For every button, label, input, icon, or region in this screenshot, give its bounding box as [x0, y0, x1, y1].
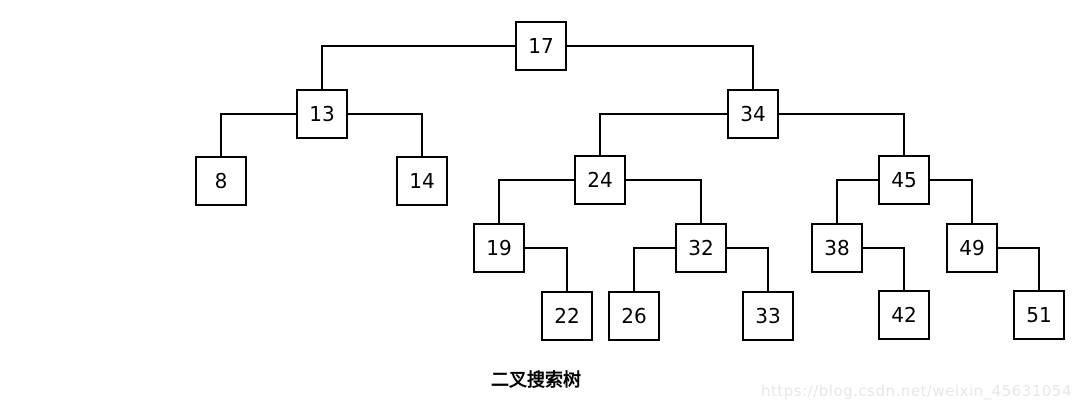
edge-19-to-22: [525, 247, 568, 291]
edge-24-to-32: [626, 179, 702, 223]
tree-node-26: 26: [608, 291, 660, 341]
edge-45-to-38: [836, 179, 878, 223]
edge-49-to-51: [998, 247, 1040, 290]
tree-node-45: 45: [878, 155, 930, 205]
tree-node-13: 13: [296, 89, 348, 139]
tree-node-51: 51: [1013, 290, 1065, 340]
tree-node-19: 19: [473, 223, 525, 273]
edge-32-to-33: [727, 247, 769, 291]
edge-13-to-8: [220, 113, 296, 156]
diagram-caption: 二叉搜索树: [491, 370, 581, 391]
edge-34-to-45: [779, 113, 905, 155]
edge-17-to-13: [321, 45, 515, 89]
watermark-url: https://blog.csdn.net/weixin_45631054: [760, 382, 1072, 400]
tree-node-22: 22: [541, 291, 593, 341]
edge-38-to-42: [863, 247, 905, 290]
edge-34-to-24: [599, 113, 727, 155]
tree-node-34: 34: [727, 89, 779, 139]
edge-17-to-34: [567, 45, 754, 89]
tree-node-33: 33: [742, 291, 794, 341]
tree-node-14: 14: [396, 156, 448, 206]
edge-13-to-14: [348, 113, 423, 156]
tree-node-8: 8: [195, 156, 247, 206]
tree-node-24: 24: [574, 155, 626, 205]
edge-32-to-26: [633, 247, 675, 291]
tree-node-38: 38: [811, 223, 863, 273]
edge-45-to-49: [930, 179, 973, 223]
tree-node-17: 17: [515, 21, 567, 71]
tree-node-49: 49: [946, 223, 998, 273]
edge-24-to-19: [498, 179, 574, 223]
tree-node-42: 42: [878, 290, 930, 340]
tree-node-32: 32: [675, 223, 727, 273]
